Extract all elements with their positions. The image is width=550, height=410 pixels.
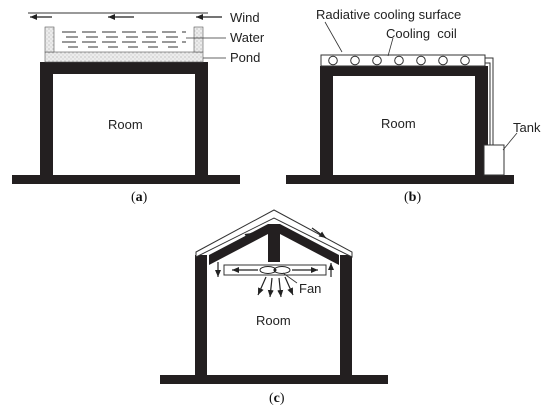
tank-label: Tank (513, 120, 541, 135)
coil-leader (387, 37, 394, 57)
panel-a-roof-slab (40, 62, 208, 74)
fan-outflow-arrows (257, 276, 294, 298)
water-lines (62, 31, 186, 48)
pond-right-wall (193, 26, 204, 53)
panel-b-caption: (b) (404, 190, 421, 205)
surface-leader (324, 21, 343, 53)
inner-roof-left (209, 224, 268, 265)
outer-roof (195, 209, 353, 258)
panel-c: Fan Room (c) (160, 209, 388, 406)
panel-a-left-wall (40, 62, 53, 176)
radiative-surface-label: Radiative cooling surface (316, 7, 461, 22)
coil-return-pipe (485, 62, 491, 145)
panel-a-room-label: Room (108, 117, 143, 132)
coil-to-tank-pipe (485, 57, 494, 170)
airflow-arrow-right-down (311, 227, 327, 239)
panel-c-ground-slab (160, 375, 388, 384)
panel-b-ground-slab (286, 175, 514, 184)
panel-c-left-wall (195, 255, 207, 376)
tank (483, 144, 505, 176)
panel-b-room-label: Room (381, 116, 416, 131)
water-label: Water (230, 30, 265, 45)
inner-roof-right (280, 224, 339, 265)
panel-a: Wind Water Pond Room (a) (12, 10, 265, 205)
cooling-coil-label: Cooling coil (386, 26, 457, 41)
panel-a-caption: (a) (131, 190, 148, 205)
wind-label: Wind (230, 10, 260, 25)
panel-c-room-label: Room (256, 313, 291, 328)
ridge-divider (268, 224, 280, 262)
panel-c-caption: (c) (269, 391, 285, 406)
pond-layer (44, 51, 204, 63)
panel-b-roof-slab (320, 66, 488, 76)
panel-b-left-wall (320, 66, 333, 176)
fan-leader (282, 272, 298, 284)
tank-leader (502, 132, 518, 151)
airflow-arrow-left-up (234, 232, 253, 244)
panel-c-right-wall (340, 255, 352, 376)
fan-label: Fan (299, 281, 321, 296)
panel-a-ground-slab (12, 175, 240, 184)
fan-icon (259, 266, 291, 274)
pond-left-wall (44, 26, 55, 53)
panel-a-right-wall (195, 62, 208, 176)
cooling-coil (328, 55, 470, 66)
panel-b: Radiative cooling surface Cooling coil R… (286, 7, 541, 205)
pond-label: Pond (230, 50, 260, 65)
